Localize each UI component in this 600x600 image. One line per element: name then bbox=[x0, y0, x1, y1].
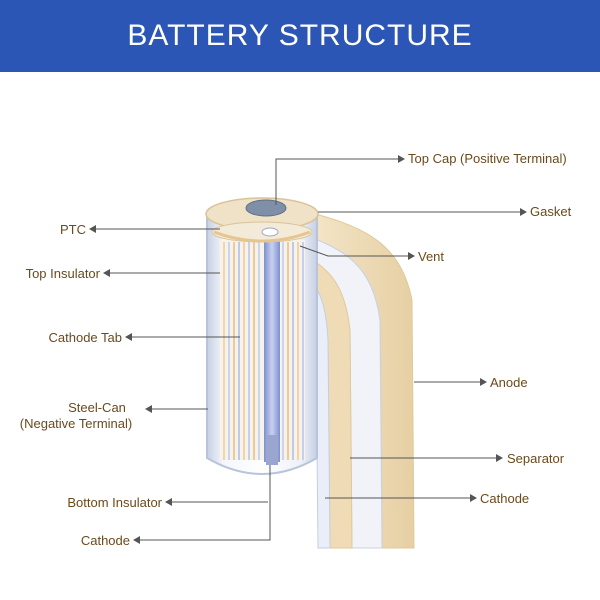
leader-cathode-left bbox=[140, 465, 271, 541]
label-steel-can-line1: Steel-Can bbox=[68, 400, 126, 415]
arrow-cathode-tab bbox=[125, 333, 132, 341]
top-cap bbox=[245, 199, 287, 217]
arrow-cathode-left bbox=[133, 536, 140, 544]
header-banner: BATTERY STRUCTURE bbox=[0, 0, 600, 72]
label-gasket: Gasket bbox=[530, 204, 572, 219]
label-steel-can-line2: (Negative Terminal) bbox=[20, 416, 132, 431]
leader-lines bbox=[96, 158, 520, 541]
arrow-gasket bbox=[520, 208, 527, 216]
arrow-ptc bbox=[89, 225, 96, 233]
arrow-steel-can bbox=[145, 405, 152, 413]
leader-vent bbox=[299, 245, 408, 257]
label-ptc: PTC bbox=[60, 222, 86, 237]
leader-top-cap bbox=[275, 158, 398, 205]
jelly-roll bbox=[220, 240, 305, 460]
bottom-insulator-plug bbox=[266, 435, 278, 465]
label-cathode-right: Cathode bbox=[480, 491, 529, 506]
arrow-top-cap bbox=[398, 155, 405, 163]
label-top-insulator: Top Insulator bbox=[26, 266, 101, 281]
label-vent: Vent bbox=[418, 249, 444, 264]
arrow-top-insulator bbox=[103, 269, 110, 277]
vent bbox=[261, 227, 279, 237]
center-core bbox=[264, 232, 280, 462]
ptc-layer bbox=[213, 230, 311, 243]
label-separator: Separator bbox=[507, 451, 565, 466]
arrow-bottom-insulator bbox=[165, 498, 172, 506]
page-title: BATTERY STRUCTURE bbox=[127, 19, 473, 52]
leader-arrows bbox=[89, 155, 527, 544]
arrow-anode bbox=[480, 378, 487, 386]
arrow-separator bbox=[496, 454, 503, 462]
label-top-cap: Top Cap (Positive Terminal) bbox=[408, 151, 567, 166]
arrow-vent bbox=[408, 252, 415, 260]
arrow-cathode-right bbox=[470, 494, 477, 502]
label-anode: Anode bbox=[490, 375, 528, 390]
label-cathode-tab: Cathode Tab bbox=[49, 330, 123, 345]
label-bottom-insulator: Bottom Insulator bbox=[67, 495, 162, 510]
label-cathode-left: Cathode bbox=[81, 533, 130, 548]
battery-diagram: Top Cap (Positive Terminal) Gasket Vent … bbox=[20, 151, 572, 549]
